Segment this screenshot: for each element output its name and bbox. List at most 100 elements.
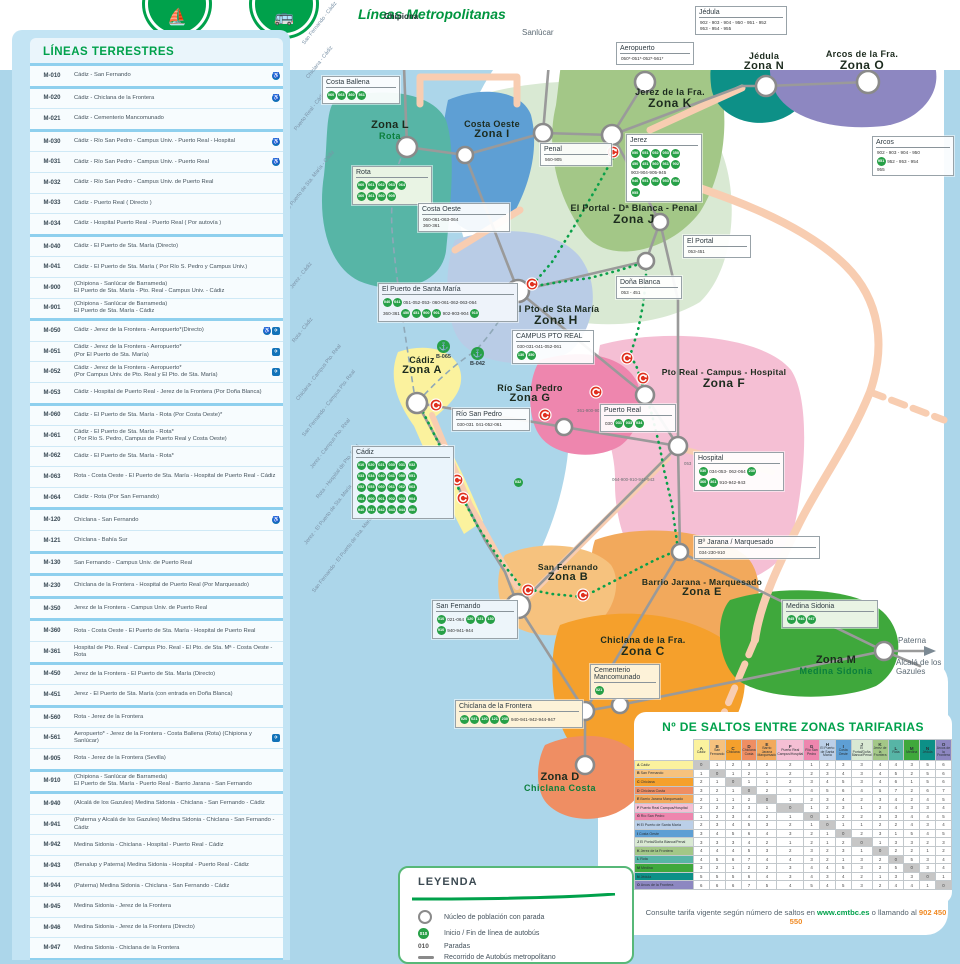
zone-heading-line2: Zona O — [839, 58, 885, 73]
line-badge: 031 — [397, 460, 407, 470]
line-numbers-text: 560-905 — [545, 157, 562, 162]
line-badge: 060 — [356, 180, 366, 190]
line-row: M-940(Alcalá de los Gazules) Medina Sido… — [30, 791, 283, 814]
line-badge: 010 — [356, 460, 366, 470]
fare-cell: 3 — [708, 837, 726, 847]
line-name: San Fernando - Campus Univ. de Puerto Re… — [74, 559, 193, 566]
fare-cell: 1 — [708, 760, 726, 770]
fare-cell: 4 — [776, 880, 805, 890]
stop-box-row: 902 - 903 - 904 - 950 - 951 - 952 — [699, 20, 783, 25]
line-badge: 064 — [397, 180, 407, 190]
line-badge: 901 — [376, 494, 386, 504]
road-line-label: 064-900-910-942-943 — [612, 477, 655, 482]
line-name: Cádiz - El Puerto de Sta. María - Rota* … — [74, 428, 227, 442]
fare-cell: 0 — [903, 863, 921, 873]
fare-row-header: J El Portal/Doña Blanca/Penal — [634, 837, 694, 847]
line-badge: 941 — [366, 505, 376, 515]
line-badge: 063 — [336, 90, 346, 100]
transfer-marker — [429, 398, 443, 412]
fare-cell: 2 — [803, 768, 820, 779]
fare-cell: 2 — [692, 802, 710, 813]
line-name: Rota - Jerez de la Frontera (Sevilla) — [74, 755, 166, 762]
line-numbers-text: 053-451 — [688, 249, 705, 254]
fare-cell: 3 — [818, 871, 836, 882]
line-code: M-900 — [43, 284, 61, 291]
line-badge: 951 — [640, 176, 650, 186]
line-badge: 900 — [366, 494, 376, 504]
fare-row-header: E Barrio Jarana Marquesado — [634, 794, 694, 804]
fare-cell: 4 — [724, 845, 742, 856]
line-badge: 450 — [401, 308, 411, 318]
stop-box-title: Cementerio Mancomunado — [594, 667, 656, 683]
zone-heading-line2: Zona K — [648, 96, 692, 111]
line-numbers-text: 030 — [605, 420, 613, 426]
fare-footer: Consulte tarifa vigente según número de … — [645, 908, 947, 926]
fare-cell: 2 — [692, 820, 710, 830]
stop-box-row: 360-361 — [422, 223, 506, 228]
line-code: M-121 — [43, 537, 61, 544]
line-code: M-034 — [43, 220, 61, 227]
cmtbc-link[interactable]: www.cmtbc.es — [817, 908, 870, 917]
fare-cell: 3 — [903, 760, 921, 770]
line-code: M-030 — [43, 138, 61, 145]
line-badge: 561 — [357, 90, 367, 100]
fare-cell: 5 — [919, 777, 936, 787]
line-numbers-text: 021-064 — [447, 616, 465, 622]
line-badge: 052 — [356, 482, 366, 492]
fare-cell: 5 — [919, 760, 936, 770]
line-code: M-946 — [43, 924, 61, 931]
fare-cell: 3 — [756, 845, 778, 856]
line-badge: 130 — [516, 350, 526, 360]
line-badge: 021 — [469, 714, 479, 724]
fare-cell: 4 — [850, 785, 873, 796]
zone-heading-line2: Chiclana Costa — [523, 782, 597, 793]
line-name: (Chipiona - Sanlúcar de Barrameda) El Pu… — [74, 774, 252, 788]
stop-box-title: Chiclana de la Frontera — [459, 703, 579, 712]
line-badge: 561 — [661, 159, 671, 169]
fare-cell: 4 — [919, 811, 936, 822]
line-numbers-text: 903-904-905-945 — [631, 170, 667, 176]
fare-row-header: L Rota — [634, 854, 694, 865]
line-code: M-041 — [43, 264, 61, 271]
fare-cell: 4 — [756, 871, 778, 882]
line-numbers-text: 910-942-943 — [719, 479, 746, 485]
fare-cell: 5 — [740, 820, 758, 830]
fare-cell: 3 — [919, 802, 936, 813]
line-code: M-031 — [43, 159, 61, 166]
phone-number: 902 450 550 — [789, 908, 947, 926]
fare-cell: 2 — [919, 837, 936, 847]
line-badge: 062 — [397, 482, 407, 492]
fare-cell: 3 — [818, 768, 836, 779]
fare-cell: 3 — [740, 802, 758, 813]
legend-item: Recorrido de Autobús metropolitano — [418, 954, 632, 961]
fare-cell: 5 — [935, 794, 952, 804]
fare-cell: 2 — [871, 820, 889, 830]
fare-cell: 1 — [887, 828, 905, 839]
stops-sample-text: 010 — [418, 943, 429, 950]
fare-cell: 3 — [903, 871, 921, 882]
fare-cell: 5 — [692, 871, 710, 882]
fare-cell: 5 — [834, 777, 852, 787]
line-badge: 360 — [356, 191, 366, 201]
stop-box-title: El Puerto de Santa María — [382, 286, 514, 295]
line-badge: 946 — [796, 614, 806, 624]
fare-cell: 5 — [803, 880, 820, 890]
line-name: Cádiz - Jerez de la Frontera - Aeropuert… — [74, 327, 204, 334]
line-code: M-230 — [43, 583, 61, 590]
fare-cell: 4 — [919, 828, 936, 839]
line-numbers-text: 030-031 — [457, 422, 474, 427]
fare-cell: 5 — [834, 880, 852, 890]
